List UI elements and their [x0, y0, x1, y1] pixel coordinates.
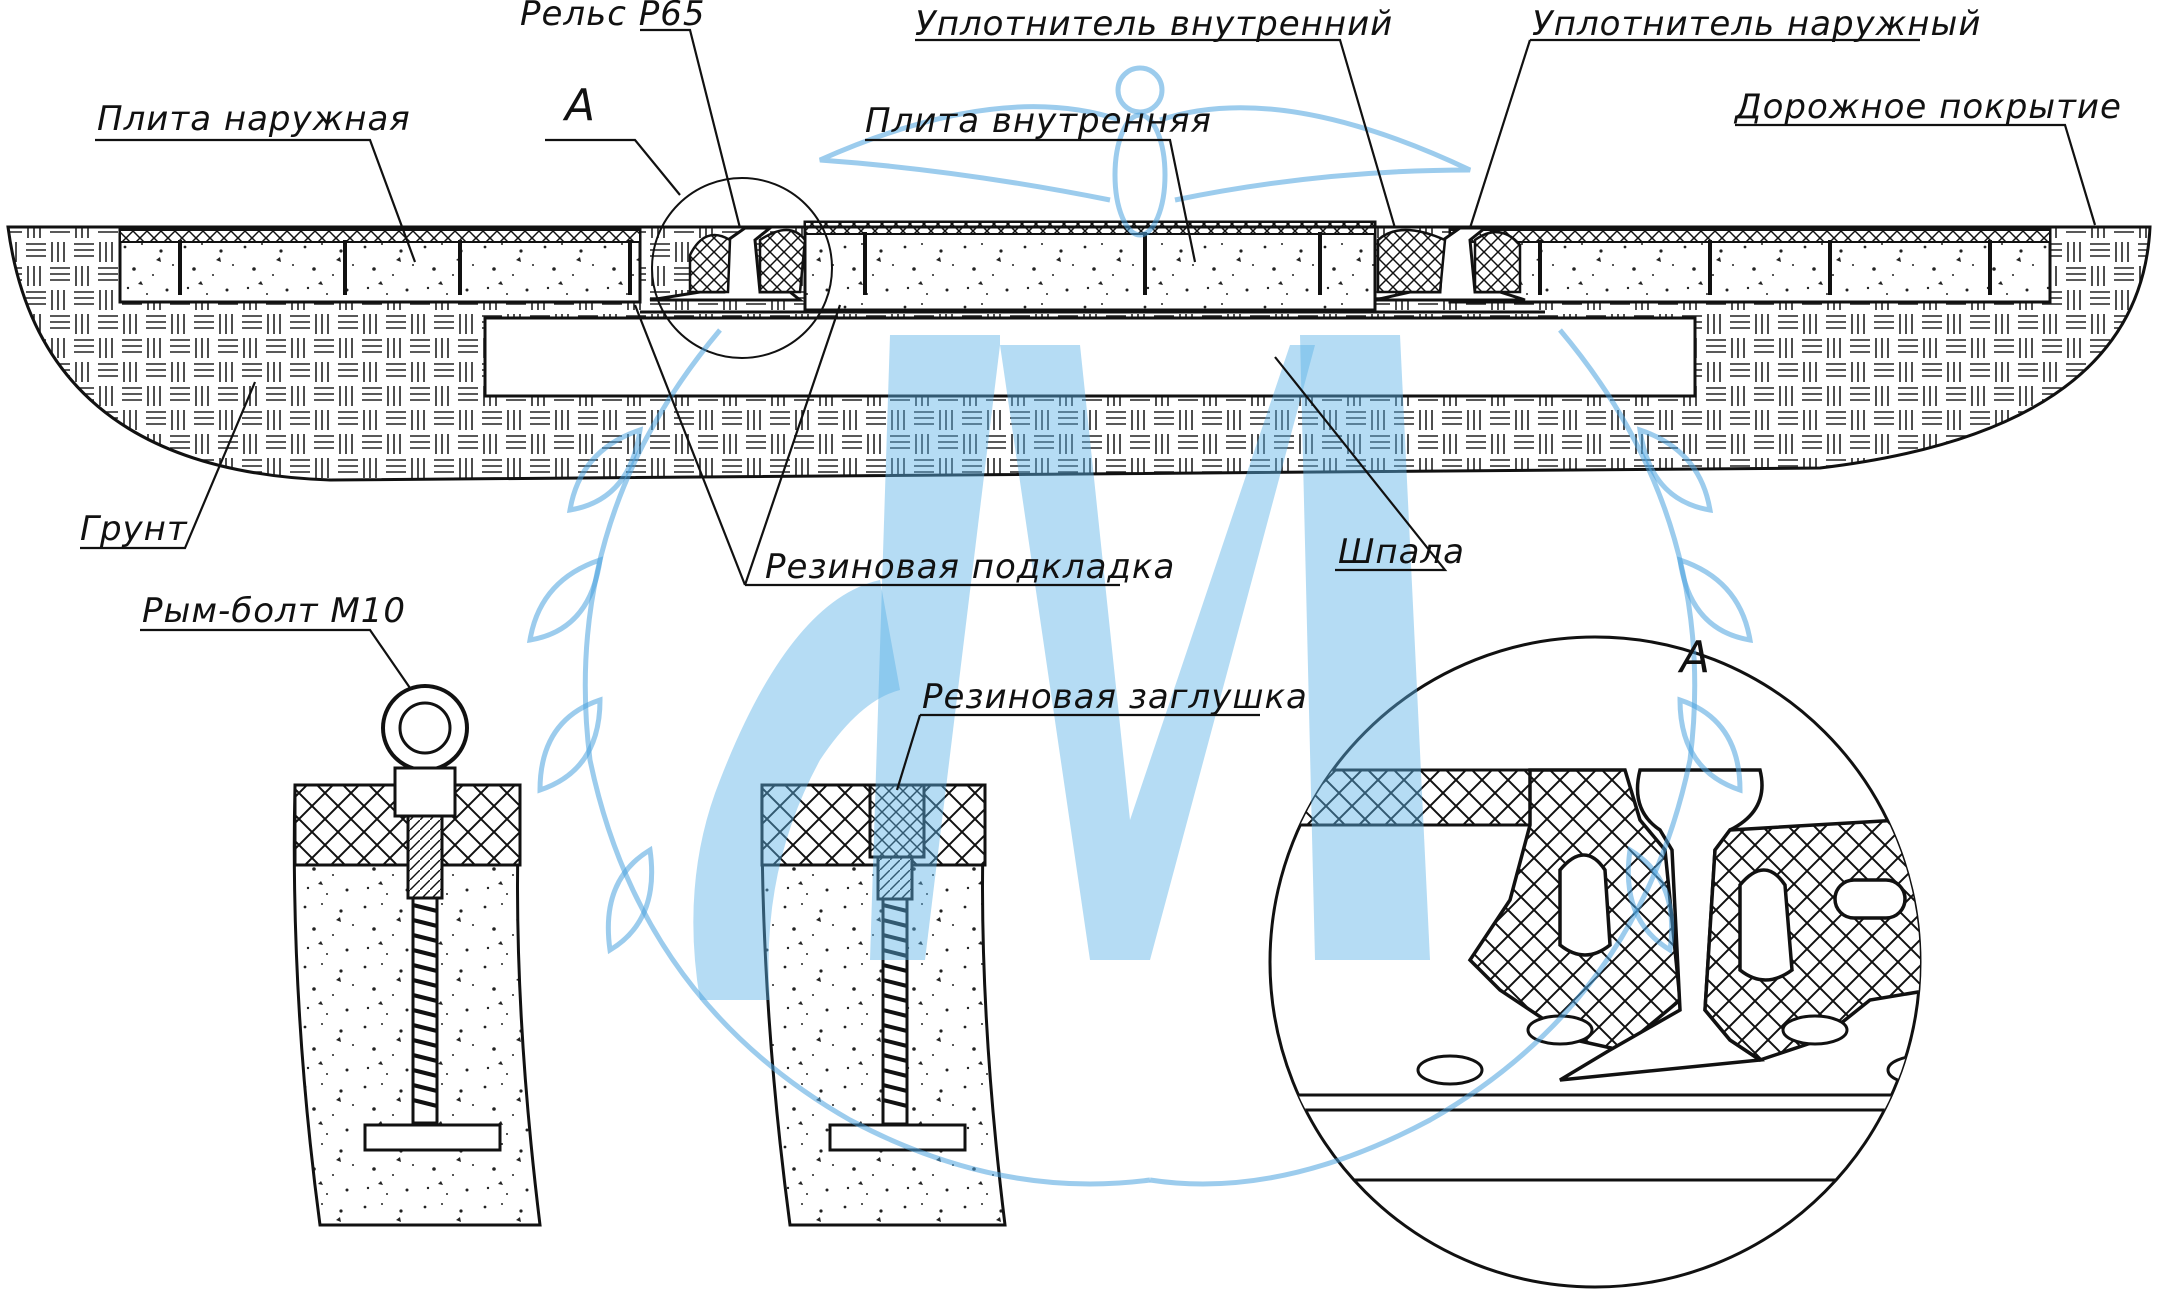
label-soil: Грунт [80, 509, 188, 549]
plate-anchors [178, 232, 1992, 295]
detail-a-zoom [1268, 635, 1922, 1289]
label-inner-plate: Плита внутренняя [865, 101, 1212, 141]
label-rubber-pad: Резиновая подкладка [765, 547, 1175, 587]
label-eye-bolt: Рым-болт М10 [142, 591, 406, 631]
label-detail-a: А [562, 80, 595, 131]
leader-lines [80, 28, 2097, 791]
inner-plate [803, 220, 1377, 312]
label-outer-seal: Уплотнитель наружный [1532, 4, 1981, 44]
label-sleeper: Шпала [1338, 532, 1465, 572]
label-inner-seal: Уплотнитель внутренний [915, 4, 1393, 44]
sleeper [483, 316, 1697, 398]
label-road-surface: Дорожное покрытие [1733, 87, 2122, 127]
label-rubber-plug: Резиновая заглушка [922, 677, 1308, 717]
label-detail-a-zoom: А [1677, 632, 1710, 683]
letter-m-monogram-icon [693, 335, 1430, 1000]
left-rail [649, 226, 807, 302]
eye-bolt-detail [292, 684, 542, 1227]
detail-a-circle [651, 177, 833, 359]
rubber-plug-detail [760, 783, 1007, 1227]
right-rail [1374, 226, 1526, 302]
outer-plate-left-top [119, 229, 641, 243]
label-outer-plate: Плита наружная [97, 99, 411, 139]
laurel-wreath-icon [526, 328, 1754, 1187]
label-rail: Рельс Р65 [520, 0, 705, 34]
dove-icon [818, 65, 1472, 238]
main-cross-section [6, 177, 2152, 482]
